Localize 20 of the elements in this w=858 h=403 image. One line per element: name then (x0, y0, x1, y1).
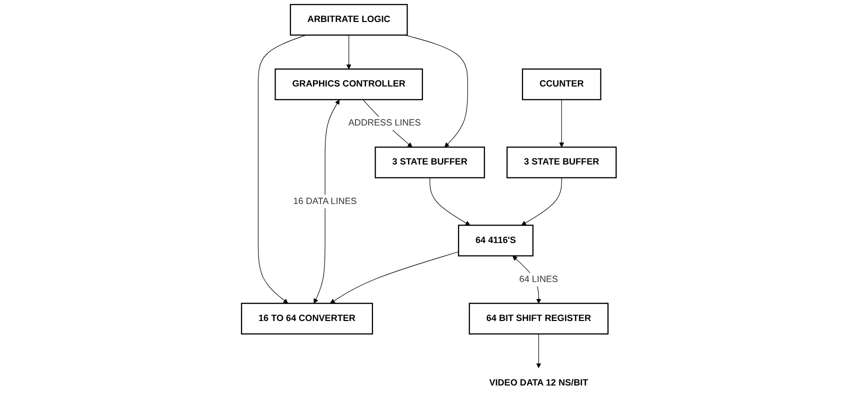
arrow (559, 99, 564, 148)
edge-label: 16 DATA LINES (293, 196, 358, 206)
node-box: 3 STATE BUFFER (506, 146, 617, 178)
arrow (314, 100, 340, 304)
node-box: 64 4116'S (458, 224, 534, 256)
node-text: VIDEO DATA 12 NS/BIT (489, 378, 588, 388)
node-box: GRAPHICS CONTROLLER (274, 68, 424, 100)
edge-label: 64 LINES (519, 274, 558, 284)
node-box: 3 STATE BUFFER (374, 146, 486, 178)
arrow (521, 177, 562, 226)
arrow (346, 34, 352, 70)
arrow (330, 252, 459, 304)
edge-label: ADDRESS LINES (348, 118, 421, 128)
arrow (430, 177, 470, 226)
node-box: 64 BIT SHIFT REGISTER (468, 302, 609, 334)
arrow (405, 34, 468, 148)
node-box: CCUNTER (522, 68, 602, 100)
node-box: 16 TO 64 CONVERTER (241, 302, 374, 334)
arrow (536, 334, 542, 368)
node-box: ARBITRATE LOGIC (290, 4, 408, 36)
